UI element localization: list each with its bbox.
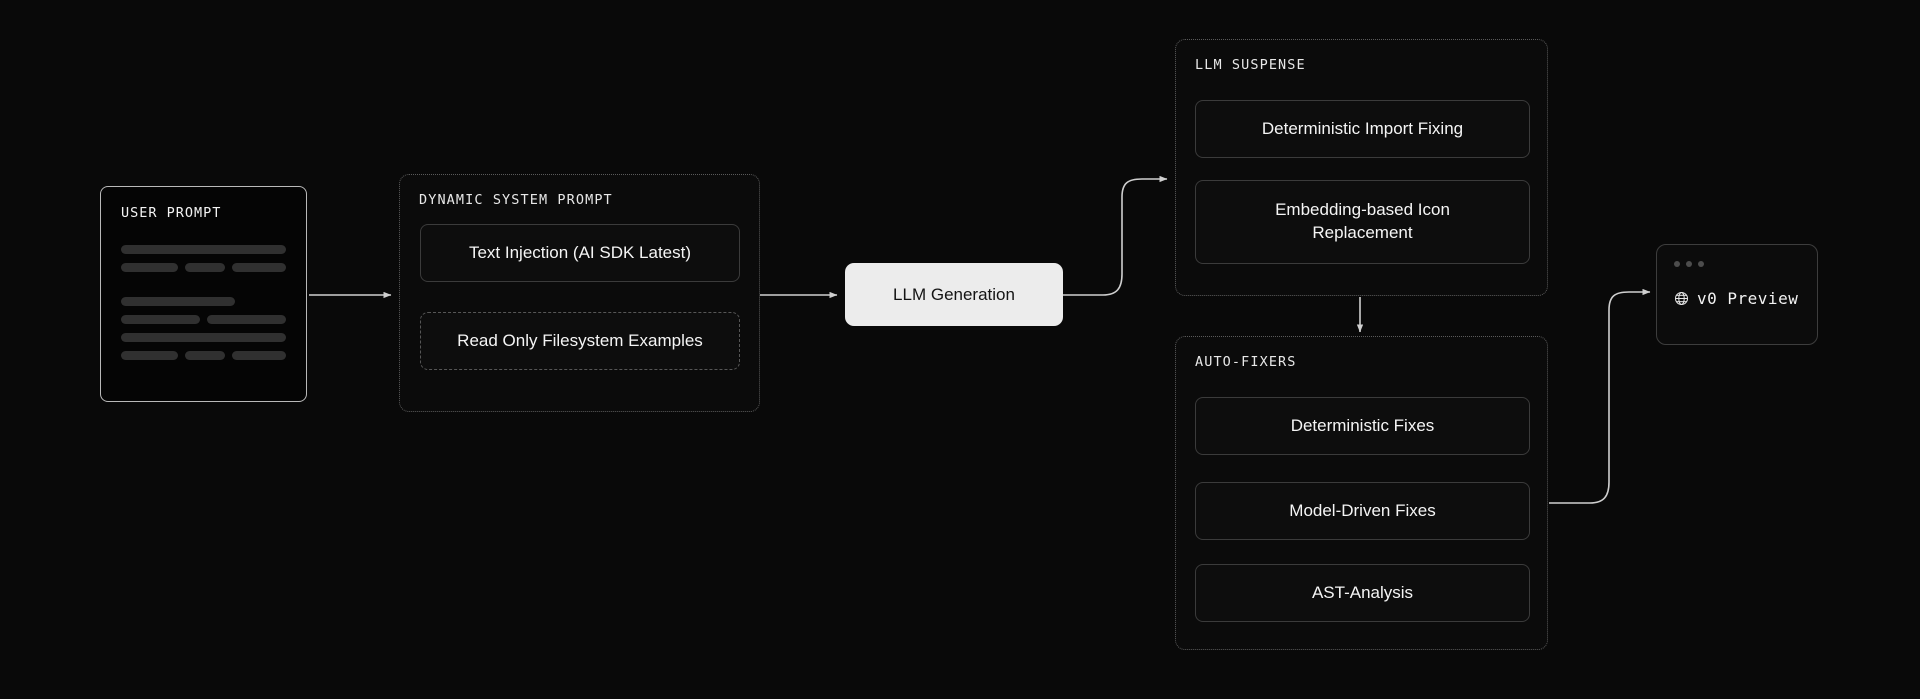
skeleton-row — [121, 315, 286, 324]
box-model-driven-fixes-label: Model-Driven Fixes — [1289, 500, 1436, 520]
v0-preview-label: v0 Preview — [1697, 289, 1799, 308]
window-dots — [1674, 261, 1704, 267]
window-dot-1 — [1674, 261, 1680, 267]
box-embedding-based-icon-replacement-label: Embedding-based Icon Replacement — [1275, 200, 1450, 242]
skeleton-row — [121, 351, 286, 360]
v0-preview-card[interactable]: v0 Preview — [1656, 244, 1818, 345]
box-deterministic-import-fixing-label: Deterministic Import Fixing — [1261, 118, 1464, 138]
skeleton-row — [121, 333, 286, 342]
box-ast-analysis-label: AST-Analysis — [1311, 582, 1414, 602]
box-text-injection-label: Text Injection (AI SDK Latest) — [468, 242, 692, 262]
box-deterministic-import-fixing[interactable]: Deterministic Import Fixing — [1195, 100, 1530, 158]
box-read-only-filesystem-examples[interactable]: Read Only Filesystem Examples — [420, 312, 740, 370]
skeleton-row — [121, 245, 286, 254]
edge-llm-generation-to-llm-suspense — [1063, 175, 1168, 296]
box-deterministic-fixes-label: Deterministic Fixes — [1290, 415, 1435, 435]
skeleton-row — [121, 263, 286, 272]
dynamic-system-prompt-panel: DYNAMIC SYSTEM PROMPT Text Injection (AI… — [399, 174, 760, 412]
box-read-only-filesystem-examples-label: Read Only Filesystem Examples — [457, 330, 703, 350]
skeleton-spacer — [121, 281, 286, 288]
box-ast-analysis[interactable]: AST-Analysis — [1195, 564, 1530, 622]
edge-auto-fixers-to-v0-preview — [1549, 288, 1651, 504]
auto-fixers-title: AUTO-FIXERS — [1195, 354, 1297, 370]
user-prompt-title: USER PROMPT — [121, 205, 222, 221]
box-deterministic-fixes[interactable]: Deterministic Fixes — [1195, 397, 1530, 455]
llm-generation-label: LLM Generation — [893, 284, 1015, 304]
box-model-driven-fixes[interactable]: Model-Driven Fixes — [1195, 482, 1530, 540]
globe-icon — [1674, 291, 1689, 306]
llm-suspense-panel: LLM SUSPENSE Deterministic Import Fixing… — [1175, 39, 1548, 296]
auto-fixers-panel: AUTO-FIXERS Deterministic Fixes Model-Dr… — [1175, 336, 1548, 650]
window-dot-2 — [1686, 261, 1692, 267]
window-dot-3 — [1698, 261, 1704, 267]
user-prompt-card[interactable]: USER PROMPT — [100, 186, 307, 402]
user-prompt-skeleton — [121, 245, 286, 360]
skeleton-row — [121, 297, 286, 306]
llm-generation-node[interactable]: LLM Generation — [845, 263, 1063, 326]
dynamic-system-prompt-title: DYNAMIC SYSTEM PROMPT — [419, 192, 613, 208]
llm-suspense-title: LLM SUSPENSE — [1195, 57, 1306, 73]
box-text-injection[interactable]: Text Injection (AI SDK Latest) — [420, 224, 740, 282]
v0-preview-label-row: v0 Preview — [1674, 289, 1798, 308]
box-embedding-based-icon-replacement[interactable]: Embedding-based Icon Replacement — [1195, 180, 1530, 264]
